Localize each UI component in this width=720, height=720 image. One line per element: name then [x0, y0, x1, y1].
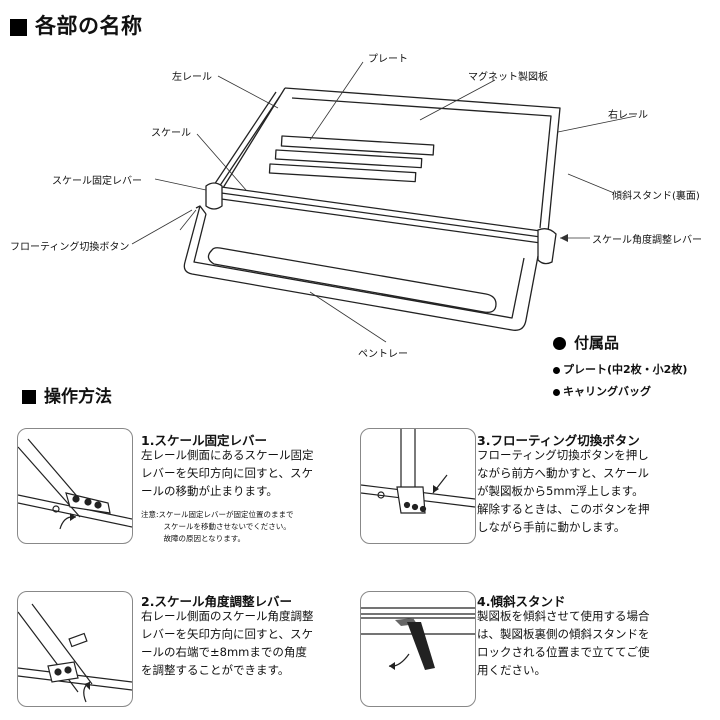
label-plate: プレート — [368, 54, 408, 65]
step4-title: 4.傾斜スタンド — [477, 594, 566, 609]
section-title-names: 各部の名称 — [10, 10, 143, 40]
accessory-item: プレート(中2枚・小2枚) — [553, 361, 687, 377]
step1-body: 左レール側面にあるスケール固定 レバーを矢印方向に回すと、スケ ールの移動が止ま… — [141, 448, 314, 498]
round-bullet-icon — [553, 337, 566, 350]
label-angle-lever: スケール角度調整レバー — [592, 235, 702, 246]
step2-body: 右レール側面のスケール角度調整 レバーを矢印方向に回すと、スケ ールの右端で±8… — [141, 609, 314, 677]
small-bullet-icon — [553, 366, 560, 374]
accessory-item: キャリングバッグ — [553, 383, 651, 399]
accessories-title: 付属品 — [553, 332, 619, 353]
section-title-operation: 操作方法 — [22, 382, 112, 407]
step2-illustration — [17, 591, 133, 707]
step3-title: 3.フローティング切換ボタン — [477, 433, 640, 448]
square-bullet-icon — [10, 18, 27, 36]
label-pen-tray: ペントレー — [358, 349, 408, 360]
label-left-rail: 左レール — [172, 72, 212, 83]
step4-illustration — [360, 591, 476, 707]
label-floating-button: フローティング切換ボタン — [10, 242, 130, 253]
step1-title: 1.スケール固定レバー — [141, 433, 267, 448]
step1-illustration — [17, 428, 133, 544]
drawing-board-illustration — [131, 61, 637, 343]
label-tilt-stand: 傾斜スタンド(裏面) — [612, 191, 700, 202]
label-scale-lock-lever: スケール固定レバー — [52, 176, 142, 187]
step4-body: 製図板を傾斜させて使用する場合 は、製図板裏側の傾斜スタンドを ロックされる位置… — [477, 609, 650, 677]
step3-illustration — [360, 428, 476, 544]
square-bullet-icon — [22, 390, 36, 404]
label-scale: スケール — [151, 128, 191, 139]
label-magnet-board: マグネット製図板 — [468, 72, 548, 83]
label-right-rail: 右レール — [608, 110, 648, 121]
step2-title: 2.スケール角度調整レバー — [141, 594, 292, 609]
step3-body: フローティング切換ボタンを押し ながら前方へ動かすと、スケール が製図板から5m… — [477, 448, 650, 534]
step1-note: 注意:スケール固定レバーが固定位置のままで スケールを移動させないでください。 … — [141, 510, 294, 543]
small-bullet-icon — [553, 388, 560, 396]
